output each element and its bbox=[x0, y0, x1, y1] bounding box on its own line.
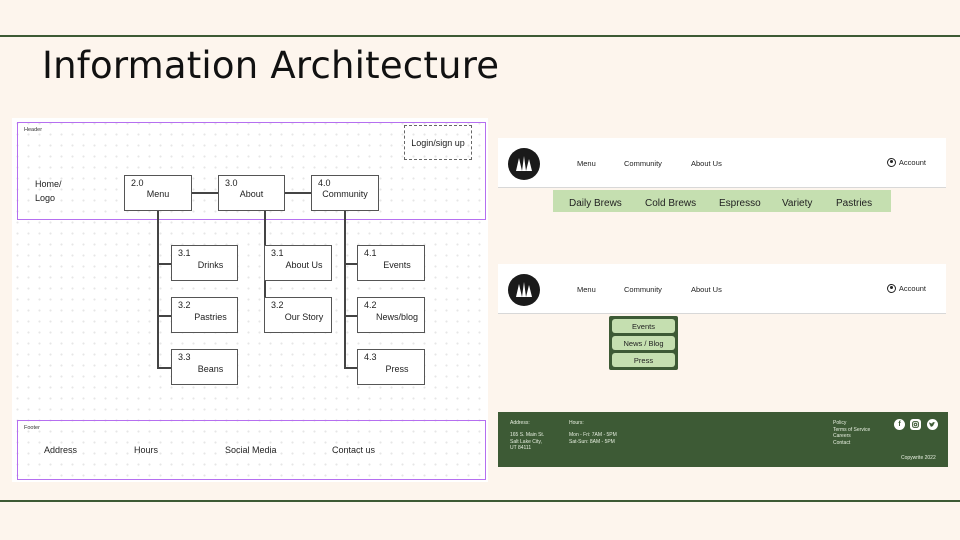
account-label: Account bbox=[898, 284, 926, 293]
branch bbox=[344, 367, 357, 369]
account-link[interactable]: Account bbox=[886, 158, 926, 167]
menu-trunk bbox=[157, 211, 159, 368]
submenu-press[interactable]: Press bbox=[612, 353, 675, 367]
logo-icon[interactable] bbox=[508, 148, 540, 180]
submenu-espresso[interactable]: Espresso bbox=[719, 198, 761, 209]
submenu-pastries[interactable]: Pastries bbox=[836, 198, 873, 209]
branch bbox=[344, 315, 357, 317]
submenu-variety[interactable]: Variety bbox=[782, 198, 813, 209]
footer-mockup: Address: 165 S. Main St. Salt Lake City,… bbox=[498, 412, 948, 467]
top-rule bbox=[0, 35, 960, 37]
twitter-icon[interactable] bbox=[927, 419, 938, 430]
slide-title: Information Architecture bbox=[42, 44, 500, 87]
branch bbox=[157, 315, 171, 317]
nav-about-link[interactable]: About Us bbox=[691, 159, 722, 168]
footer-hours: Hours bbox=[134, 445, 159, 455]
header-zone-label: Header bbox=[24, 127, 43, 133]
nav-about-link[interactable]: About Us bbox=[691, 285, 722, 294]
branch bbox=[157, 263, 171, 265]
footer-hours-label: Hours: bbox=[569, 420, 584, 426]
header-zone: Header bbox=[17, 122, 486, 220]
home-line1: Home/ bbox=[35, 179, 62, 189]
nav-community-link[interactable]: Community bbox=[624, 285, 662, 294]
submenu-news-blog[interactable]: News / Blog bbox=[612, 336, 675, 350]
footer-social-media: Social Media bbox=[225, 445, 277, 455]
nav-menu-link[interactable]: Menu bbox=[577, 285, 596, 294]
footer-hours-text: Mon - Fri: 7AM - 5PM Sat-Sun: 8AM - 5PM bbox=[569, 432, 617, 445]
submenu-daily-brews[interactable]: Daily Brews bbox=[569, 198, 622, 209]
bottom-rule bbox=[0, 500, 960, 502]
facebook-icon[interactable]: f bbox=[894, 419, 905, 430]
navbar-mockup-menu: Menu Community About Us Account bbox=[498, 138, 946, 188]
footer-zone-label: Footer bbox=[24, 425, 40, 431]
community-trunk bbox=[344, 211, 346, 368]
footer-address: Address bbox=[44, 445, 78, 455]
connector bbox=[192, 192, 218, 194]
account-icon bbox=[886, 284, 896, 293]
footer-address-label: Address: bbox=[510, 420, 530, 426]
footer-zone: Footer bbox=[17, 420, 486, 480]
home-line2: Logo bbox=[35, 193, 56, 203]
nav-menu-link[interactable]: Menu bbox=[577, 159, 596, 168]
account-label: Account bbox=[898, 158, 926, 167]
branch bbox=[157, 367, 171, 369]
footer-address-text: 165 S. Main St. Salt Lake City, UT 84111 bbox=[510, 432, 545, 451]
community-submenu: Events News / Blog Press bbox=[609, 316, 678, 370]
logo-icon[interactable] bbox=[508, 274, 540, 306]
instagram-icon[interactable] bbox=[910, 419, 921, 430]
submenu-cold-brews[interactable]: Cold Brews bbox=[645, 198, 697, 209]
footer-contact-us: Contact us bbox=[332, 445, 376, 455]
connector bbox=[285, 192, 311, 194]
menu-submenu: Daily Brews Cold Brews Espresso Variety … bbox=[553, 190, 891, 212]
login-signup-box: Login/sign up bbox=[404, 125, 472, 160]
footer-copyright: Copywrite 2022 bbox=[901, 455, 936, 461]
account-link[interactable]: Account bbox=[886, 284, 926, 293]
branch bbox=[344, 263, 357, 265]
footer-links[interactable]: Policy Terms of Service Careers Contact bbox=[833, 420, 871, 446]
home-logo-label: Home/ Logo bbox=[35, 177, 62, 205]
navbar-mockup-community: Menu Community About Us Account bbox=[498, 264, 946, 314]
submenu-events[interactable]: Events bbox=[612, 319, 675, 333]
nav-community-link[interactable]: Community bbox=[624, 159, 662, 168]
account-icon bbox=[886, 158, 896, 167]
